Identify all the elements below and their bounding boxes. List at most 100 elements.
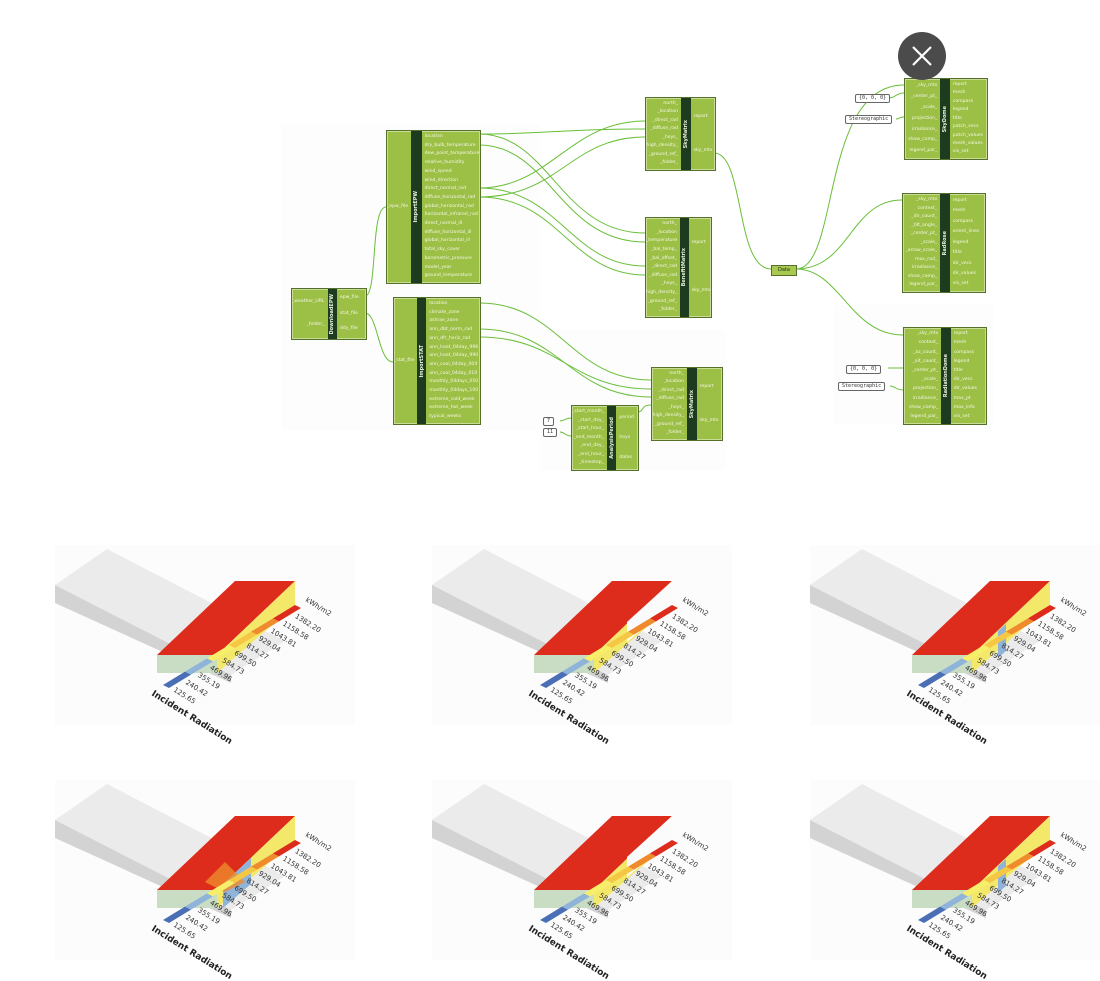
output-port[interactable]: ashrae_zone	[429, 318, 459, 324]
input-port[interactable]: _az_count_	[913, 349, 939, 355]
input-port[interactable]: high_density_	[646, 290, 678, 296]
input-port[interactable]: high_density_	[652, 413, 684, 419]
input-port[interactable]: _end_day_	[580, 443, 604, 449]
output-port[interactable]: sky_mtx	[691, 287, 711, 293]
output-port[interactable]: ann_dfr_horiz_rad	[429, 335, 471, 341]
output-port[interactable]: extreme_hot_week	[429, 405, 473, 411]
input-port[interactable]: _direct_rad	[652, 117, 678, 123]
output-port[interactable]: ann_cool_04day_004	[429, 361, 478, 367]
output-port[interactable]: vis_set	[952, 149, 969, 155]
output-port[interactable]: dir_values	[952, 270, 977, 276]
input-port[interactable]: _end_month_	[573, 434, 604, 440]
output-port[interactable]: model_year	[424, 264, 452, 270]
input-port[interactable]: show_comp_	[908, 273, 938, 279]
output-port[interactable]: legend	[952, 107, 969, 113]
output-port[interactable]: compass	[952, 218, 974, 224]
output-port[interactable]: ann_cool_04day_010	[429, 370, 478, 376]
output-port[interactable]: dates	[619, 454, 633, 460]
start-month-param[interactable]: 7	[543, 417, 555, 426]
input-port[interactable]: _bal_offset_	[650, 255, 677, 261]
input-port[interactable]: projection_	[912, 386, 939, 392]
input-port[interactable]: _start_day_	[577, 417, 604, 423]
input-port[interactable]: _hoys_	[661, 281, 677, 287]
input-port[interactable]: _bal_temp_	[651, 246, 677, 252]
input-port[interactable]: _arrow_scale_	[905, 248, 938, 254]
input-port[interactable]: _location	[657, 109, 678, 115]
output-port[interactable]: monthly_04days_100	[429, 388, 479, 394]
output-port[interactable]: max_info	[953, 404, 975, 410]
input-port[interactable]: _ground_ref_	[647, 298, 677, 304]
output-port[interactable]: sky_mtx	[693, 147, 713, 153]
output-port[interactable]: mesh_values	[952, 140, 983, 146]
input-port[interactable]: _location	[663, 379, 684, 385]
sky-dome-component[interactable]: _sky_mtx _center_pt_ _scale_ projection_…	[904, 78, 988, 160]
input-port[interactable]: _temperature	[646, 238, 678, 244]
output-port[interactable]: vis_set	[953, 413, 970, 419]
output-port[interactable]: direct_normal_rad	[424, 186, 467, 192]
input-port[interactable]: _scale_	[921, 377, 939, 383]
input-port[interactable]: irradiance_	[912, 395, 939, 401]
output-port[interactable]: vis_set	[952, 281, 969, 287]
rad-rose-component[interactable]: _sky_mtx context_ _dir_count_ _tilt_angl…	[902, 193, 986, 293]
input-port[interactable]: context_	[918, 340, 939, 346]
output-port[interactable]: mesh	[952, 90, 966, 96]
output-port[interactable]: title	[952, 250, 962, 256]
input-port[interactable]: _tilt_angle_	[911, 222, 938, 228]
data-relay-node[interactable]: Data	[771, 265, 797, 276]
sky-matrix-bottom-component[interactable]: north_ _location _direct_rad _diffuse_ra…	[651, 367, 723, 441]
output-port[interactable]: location	[429, 301, 448, 307]
output-port[interactable]: wind_direction	[424, 177, 458, 183]
download-epw-component[interactable]: _weather_URL _folder_ DownloadEPW epw_fi…	[291, 288, 367, 340]
output-port[interactable]: total_sky_cover	[424, 247, 461, 253]
benefit-matrix-component[interactable]: north_ _location _temperature _bal_temp_…	[645, 217, 712, 318]
output-port[interactable]: hoys	[619, 434, 631, 440]
input-port[interactable]: _hoys_	[662, 134, 678, 140]
input-port[interactable]: _folder_	[666, 430, 684, 436]
output-port[interactable]: dir_vecs	[952, 260, 972, 266]
output-port[interactable]: diffuse_horizontal_ill	[424, 229, 472, 235]
input-port[interactable]: _weather_URL	[292, 299, 325, 305]
input-port[interactable]: _scale_	[920, 104, 938, 110]
output-port[interactable]: ann_heat_04day_990	[429, 353, 479, 359]
output-port[interactable]: ground_temperature	[424, 273, 473, 279]
input-port[interactable]: _sky_mtx	[916, 196, 938, 202]
input-port[interactable]: _ground_ref_	[654, 421, 684, 427]
input-port[interactable]: show_comp_	[908, 137, 938, 143]
input-port[interactable]: _epw_file	[387, 203, 409, 209]
input-port[interactable]: irradiance_	[911, 126, 938, 132]
output-port[interactable]: report	[952, 81, 967, 87]
output-port[interactable]: dir_values	[953, 386, 978, 392]
input-port[interactable]: legend_par_	[910, 413, 939, 419]
output-port[interactable]: period	[619, 414, 634, 420]
input-port[interactable]: _stat_file	[394, 357, 415, 363]
output-port[interactable]: monthly_04days_050	[429, 379, 479, 385]
output-port[interactable]: epw_file	[339, 295, 359, 301]
input-port[interactable]: max_rad_	[914, 256, 938, 262]
input-port[interactable]: legend_par_	[909, 282, 938, 288]
output-port[interactable]: report	[953, 331, 968, 337]
input-port[interactable]: north_	[663, 100, 678, 106]
output-port[interactable]: barometric_pressure	[424, 255, 472, 261]
output-port[interactable]: typical_weeks	[429, 414, 462, 420]
output-port[interactable]: title	[952, 115, 962, 121]
output-port[interactable]: diffuse_horizontal_rad	[424, 194, 476, 200]
input-port[interactable]: north_	[662, 221, 677, 227]
output-port[interactable]: stat_file	[339, 310, 358, 316]
output-port[interactable]: report	[693, 113, 708, 119]
output-port[interactable]: dew_point_temperature	[424, 151, 480, 157]
sky-matrix-top-component[interactable]: north_ _location _direct_rad _diffuse_ra…	[645, 97, 716, 171]
import-epw-component[interactable]: _epw_file ImportEPW location dry_bulb_te…	[386, 130, 481, 284]
analysis-period-component[interactable]: _start_month_ _start_day_ _start_hour_ _…	[571, 405, 639, 471]
input-port[interactable]: _center_pt_	[911, 368, 939, 374]
output-port[interactable]: dir_vecs	[953, 377, 973, 383]
input-port[interactable]: _direct_rad	[658, 387, 684, 393]
input-port[interactable]: _dir_count_	[911, 214, 938, 220]
output-port[interactable]: global_horizontal_ill	[424, 238, 470, 244]
input-port[interactable]: _end_hour_	[577, 451, 604, 457]
output-port[interactable]: ddy_file	[339, 326, 358, 332]
output-port[interactable]: compass	[952, 98, 974, 104]
output-port[interactable]: relative_humidity	[424, 160, 465, 166]
end-month-param[interactable]: 11	[543, 428, 558, 437]
output-port[interactable]: wind_speed	[424, 168, 452, 174]
input-port[interactable]: _location	[656, 229, 677, 235]
